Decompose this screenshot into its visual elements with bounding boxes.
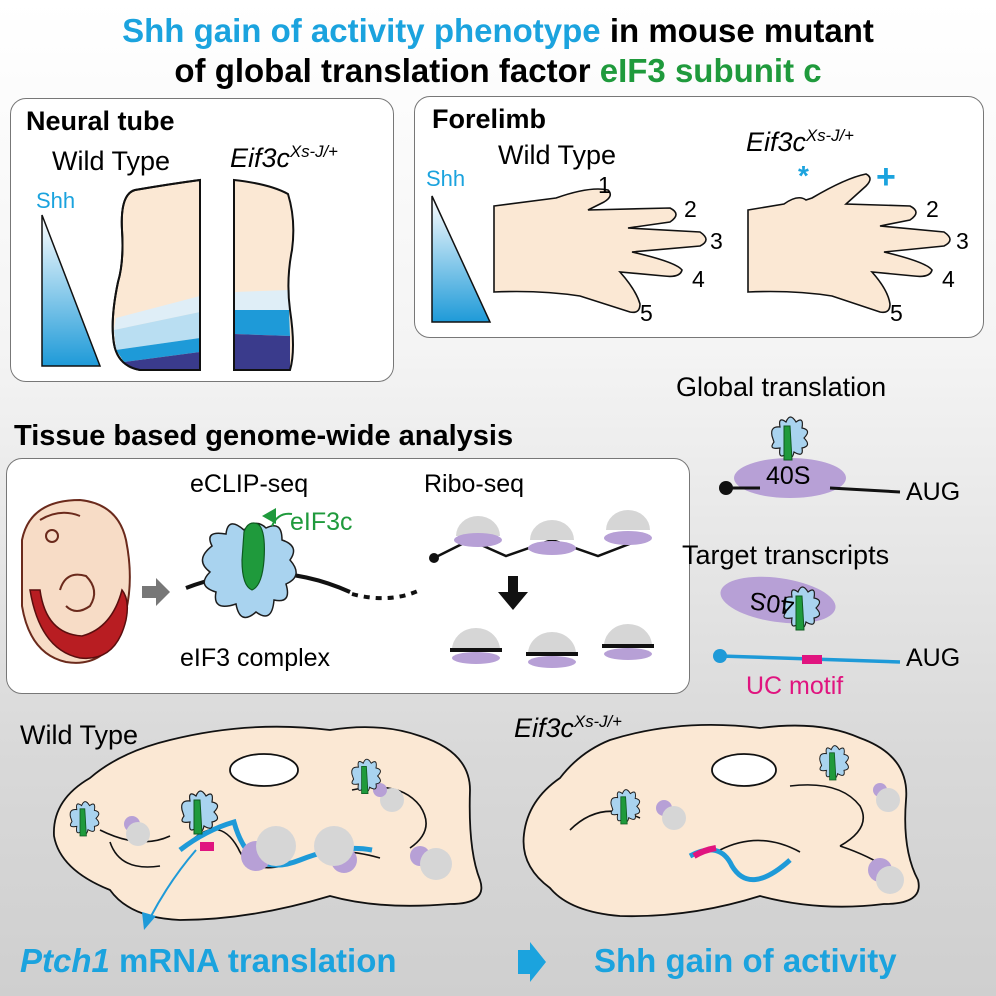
mut-digit-2: 2	[926, 196, 939, 222]
title-shh-phrase: Shh gain of activity phenotype	[122, 12, 601, 49]
forelimb-mutant-label: Eif3cXs-J/+	[746, 126, 854, 157]
global-translation-diagram	[719, 416, 901, 498]
wt-digit-5: 5	[640, 300, 653, 326]
shh-gain-label: Shh gain of activity	[594, 942, 897, 979]
arrow-embryo-to-eclip	[142, 578, 170, 606]
target-transcripts-label: Target transcripts	[682, 540, 890, 570]
eclip-seq-label: eCLIP-seq	[190, 470, 309, 498]
ribo-seq-illustration	[429, 510, 654, 668]
title-eif3: eIF3 subunit c	[599, 52, 822, 89]
cell-mutant	[522, 723, 920, 918]
wt-digit-4: 4	[692, 266, 705, 292]
neural-tube-mutant	[233, 178, 295, 371]
eif3c-label: eIF3c	[290, 508, 353, 536]
mut-digit-4: 4	[942, 266, 955, 292]
mut-digit-3: 3	[956, 228, 969, 254]
neural-wild-type-label: Wild Type	[52, 146, 171, 176]
cell-mutant-label: Eif3cXs-J/+	[514, 712, 622, 743]
embryo-illustration	[21, 498, 131, 664]
eif3-complex-shape	[201, 522, 297, 619]
mut-digit-5: 5	[890, 300, 903, 326]
mutant-asterisk-mark: *	[798, 160, 809, 191]
hand-mutant	[747, 173, 951, 314]
neural-tube-heading: Neural tube	[26, 106, 175, 136]
uc-motif-label: UC motif	[746, 672, 844, 700]
target-transcript-diagram	[713, 576, 901, 664]
title-line-2: of global translation factor eIF3 subuni…	[0, 52, 996, 90]
neural-shh-label: Shh	[36, 188, 76, 213]
mutant-plus-mark: +	[876, 158, 896, 196]
forelimb-heading: Forelimb	[432, 104, 547, 134]
result-arrow	[518, 942, 546, 982]
wt-digit-2: 2	[684, 196, 697, 222]
forelimb-shh-label: Shh	[426, 166, 466, 191]
eif3-complex-label: eIF3 complex	[180, 644, 331, 672]
global-translation-label: Global translation	[676, 372, 887, 402]
shh-gradient-forelimb	[431, 195, 492, 323]
neural-tube-wild-type	[111, 178, 201, 371]
forelimb-wild-type-label: Wild Type	[498, 140, 617, 170]
neural-mutant-label: Eif3cXs-J/+	[230, 142, 338, 173]
shh-gradient-neural	[41, 214, 102, 367]
hand-wild-type	[493, 188, 707, 314]
ptch1-arrow	[149, 849, 197, 919]
genome-wide-heading: Tissue based genome-wide analysis	[14, 420, 514, 452]
aug-label-target: AUG	[906, 644, 961, 672]
40s-label-target: 40S	[748, 586, 797, 620]
wt-digit-1: 1	[598, 172, 611, 198]
cell-wild-type	[53, 725, 483, 921]
title-rest: in mouse mutant	[609, 12, 874, 49]
40s-label-global: 40S	[766, 462, 811, 490]
aug-label-global: AUG	[906, 478, 961, 506]
ribo-seq-label: Ribo-seq	[424, 470, 525, 498]
title-factor: of global translation factor	[174, 52, 591, 89]
title-line-1: Shh gain of activity phenotype in mouse …	[0, 12, 996, 50]
wt-digit-3: 3	[710, 228, 723, 254]
ptch1-translation-label: Ptch1 mRNA translation	[20, 942, 397, 979]
cell-wild-type-label: Wild Type	[20, 720, 139, 750]
